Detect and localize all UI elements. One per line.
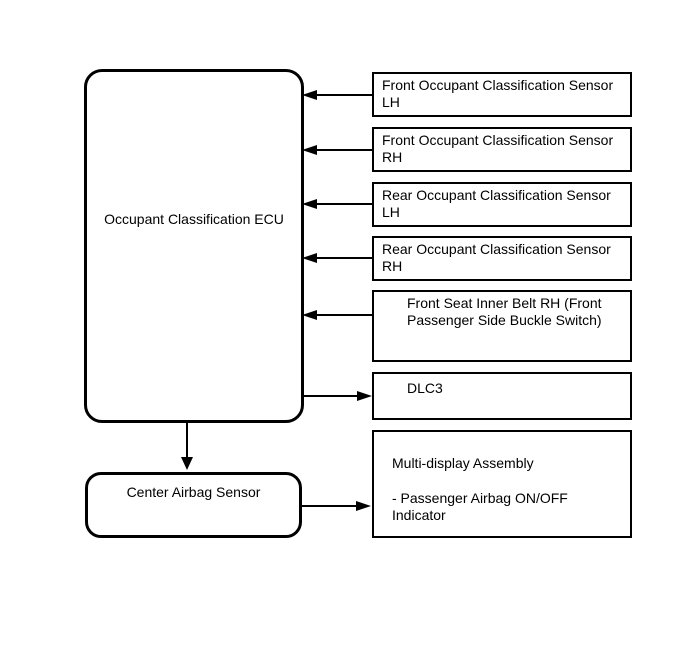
node-rear-occupant-classification-sensor-lh: Rear Occupant Classification Sensor LH: [372, 182, 632, 227]
arrow-right-head-icon: [356, 501, 371, 511]
node-front-seat-inner-belt-rh: Front Seat Inner Belt RH (Front Passenge…: [372, 290, 632, 362]
arrow-line: [314, 94, 372, 96]
arrow-line: [314, 203, 372, 205]
passenger-airbag-indicator-label: - Passenger Airbag ON/OFF Indicator: [392, 490, 568, 523]
arrow-line: [304, 395, 359, 397]
arrow-down-head-icon: [181, 457, 193, 470]
multi-display-assembly-label: Multi-display Assembly: [392, 455, 534, 471]
node-center-airbag-sensor: Center Airbag Sensor: [85, 472, 302, 538]
arrow-right-head-icon: [357, 391, 372, 401]
node-rear-occupant-classification-sensor-rh: Rear Occupant Classification Sensor RH: [372, 236, 632, 281]
node-occupant-classification-ecu: Occupant Classification ECU: [84, 69, 304, 423]
arrow-left-head-icon: [302, 145, 317, 155]
arrow-left-head-icon: [302, 90, 317, 100]
arrow-left-head-icon: [302, 310, 317, 320]
dlc3-label: DLC3: [407, 380, 443, 396]
node-multi-display-assembly: Multi-display Assembly - Passenger Airba…: [372, 430, 632, 538]
node-front-occupant-classification-sensor-lh: Front Occupant Classification Sensor LH: [372, 72, 632, 117]
arrow-line: [186, 423, 188, 459]
front-occupant-classification-sensor-rh-label: Front Occupant Classification Sensor RH: [382, 132, 614, 165]
front-occupant-classification-sensor-lh-label: Front Occupant Classification Sensor LH: [382, 77, 614, 110]
arrow-line: [314, 314, 372, 316]
node-front-occupant-classification-sensor-rh: Front Occupant Classification Sensor RH: [372, 127, 632, 172]
arrow-line: [314, 257, 372, 259]
rear-occupant-classification-sensor-lh-label: Rear Occupant Classification Sensor LH: [382, 187, 611, 220]
arrow-line: [314, 149, 372, 151]
front-seat-inner-belt-rh-label: Front Seat Inner Belt RH (Front Passenge…: [407, 295, 602, 328]
occupant-classification-ecu-label: Occupant Classification ECU: [104, 211, 284, 227]
arrow-line: [302, 505, 358, 507]
center-airbag-sensor-label: Center Airbag Sensor: [126, 484, 261, 500]
arrow-left-head-icon: [302, 199, 317, 209]
arrow-left-head-icon: [302, 253, 317, 263]
rear-occupant-classification-sensor-rh-label: Rear Occupant Classification Sensor RH: [382, 241, 611, 274]
node-dlc3: DLC3: [372, 372, 632, 420]
